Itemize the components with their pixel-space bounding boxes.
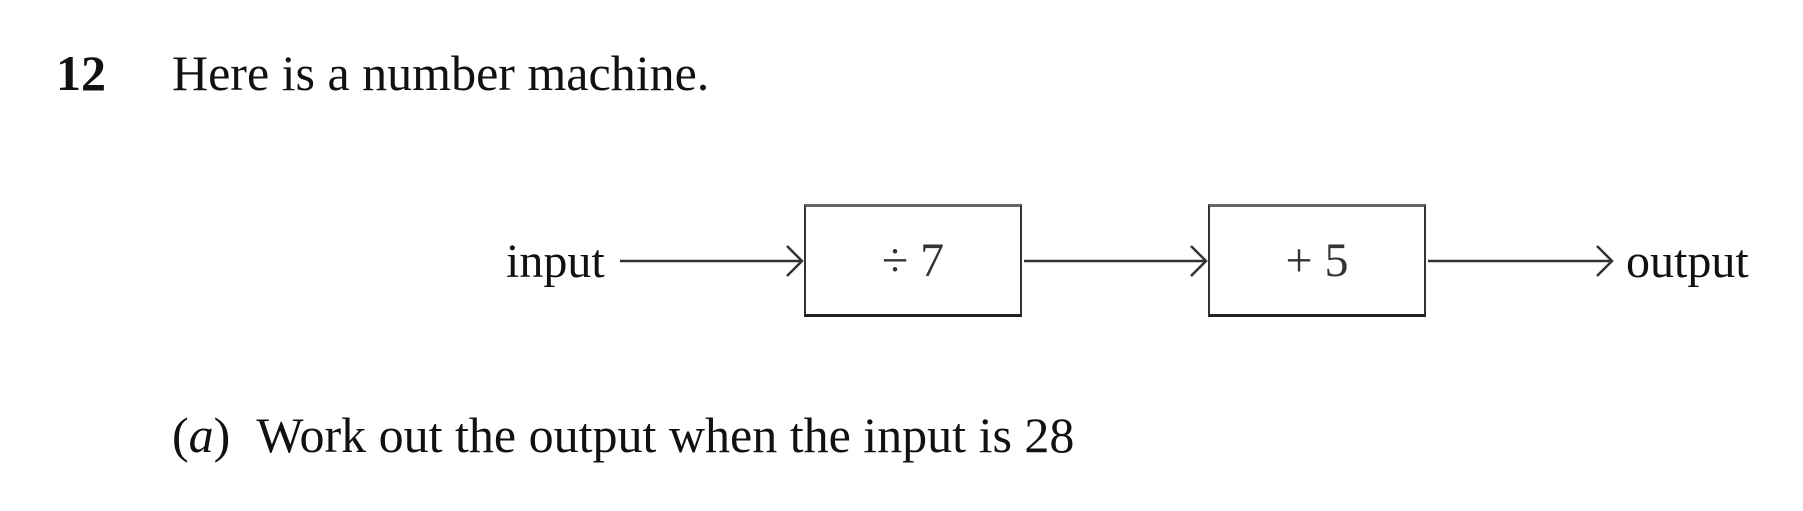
step-divide-label: ÷ 7 xyxy=(881,234,945,287)
arrow-input-to-step1 xyxy=(620,245,804,277)
part-a-letter: a xyxy=(188,407,214,463)
arrow-step1-to-step2 xyxy=(1024,245,1208,277)
step-divide-box: ÷ 7 xyxy=(804,204,1022,317)
input-label: input xyxy=(506,235,605,288)
arrow-step2-to-output xyxy=(1428,245,1614,277)
question-intro: Here is a number machine. xyxy=(172,45,710,101)
part-a-open: ( xyxy=(172,407,189,463)
part-a-text: Work out the output when the input is 28 xyxy=(256,407,1075,463)
step-add-label: + 5 xyxy=(1285,234,1349,287)
output-label: output xyxy=(1626,235,1749,288)
question-number: 12 xyxy=(56,45,106,101)
part-a-close: ) xyxy=(213,407,231,463)
step-add-box: + 5 xyxy=(1208,204,1426,317)
part-a: (a) Work out the output when the input is… xyxy=(172,410,1074,460)
